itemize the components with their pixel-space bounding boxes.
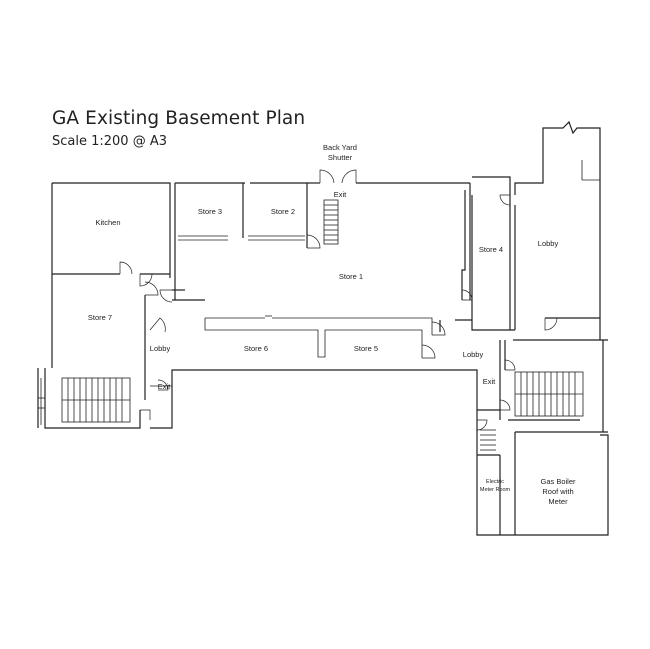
room-label-roof-with: Roof with — [542, 487, 573, 496]
room-label-lobby-left: Lobby — [150, 344, 171, 353]
room-label-store-7: Store 7 — [88, 313, 112, 322]
page-title: GA Existing Basement Plan — [52, 108, 306, 129]
room-label-back-yard: Back Yard — [323, 143, 357, 152]
room-label-store-3: Store 3 — [198, 207, 222, 216]
plan-scale: Scale 1:200 @ A3 — [52, 134, 168, 149]
stairs — [38, 199, 584, 451]
room-label-shutter: Shutter — [328, 153, 353, 162]
outer-walls — [37, 120, 609, 536]
room-label-exit-top: Exit — [334, 190, 347, 199]
room-label-exit-left: Exit — [158, 382, 171, 391]
room-label-store-5: Store 5 — [354, 344, 378, 353]
doors — [119, 169, 558, 431]
room-label-gas-boiler: Gas Boiler — [540, 477, 576, 486]
interior-walls — [52, 183, 600, 535]
room-label-store-1: Store 1 — [339, 272, 363, 281]
room-label-store-6: Store 6 — [244, 344, 268, 353]
room-label-lobby-right: Lobby — [538, 239, 559, 248]
room-label-exit-right: Exit — [483, 377, 496, 386]
room-label-kitchen: Kitchen — [95, 218, 120, 227]
room-label-store-4: Store 4 — [479, 245, 503, 254]
room-label-lobby-center: Lobby — [463, 350, 484, 359]
room-label-electric: Electric — [486, 479, 504, 485]
room-labels: Kitchen Store 3 Store 2 Back Yard Shutte… — [88, 143, 576, 506]
room-label-meter-room: Meter Room — [480, 487, 511, 493]
room-label-meter: Meter — [548, 497, 568, 506]
room-label-store-2: Store 2 — [271, 207, 295, 216]
